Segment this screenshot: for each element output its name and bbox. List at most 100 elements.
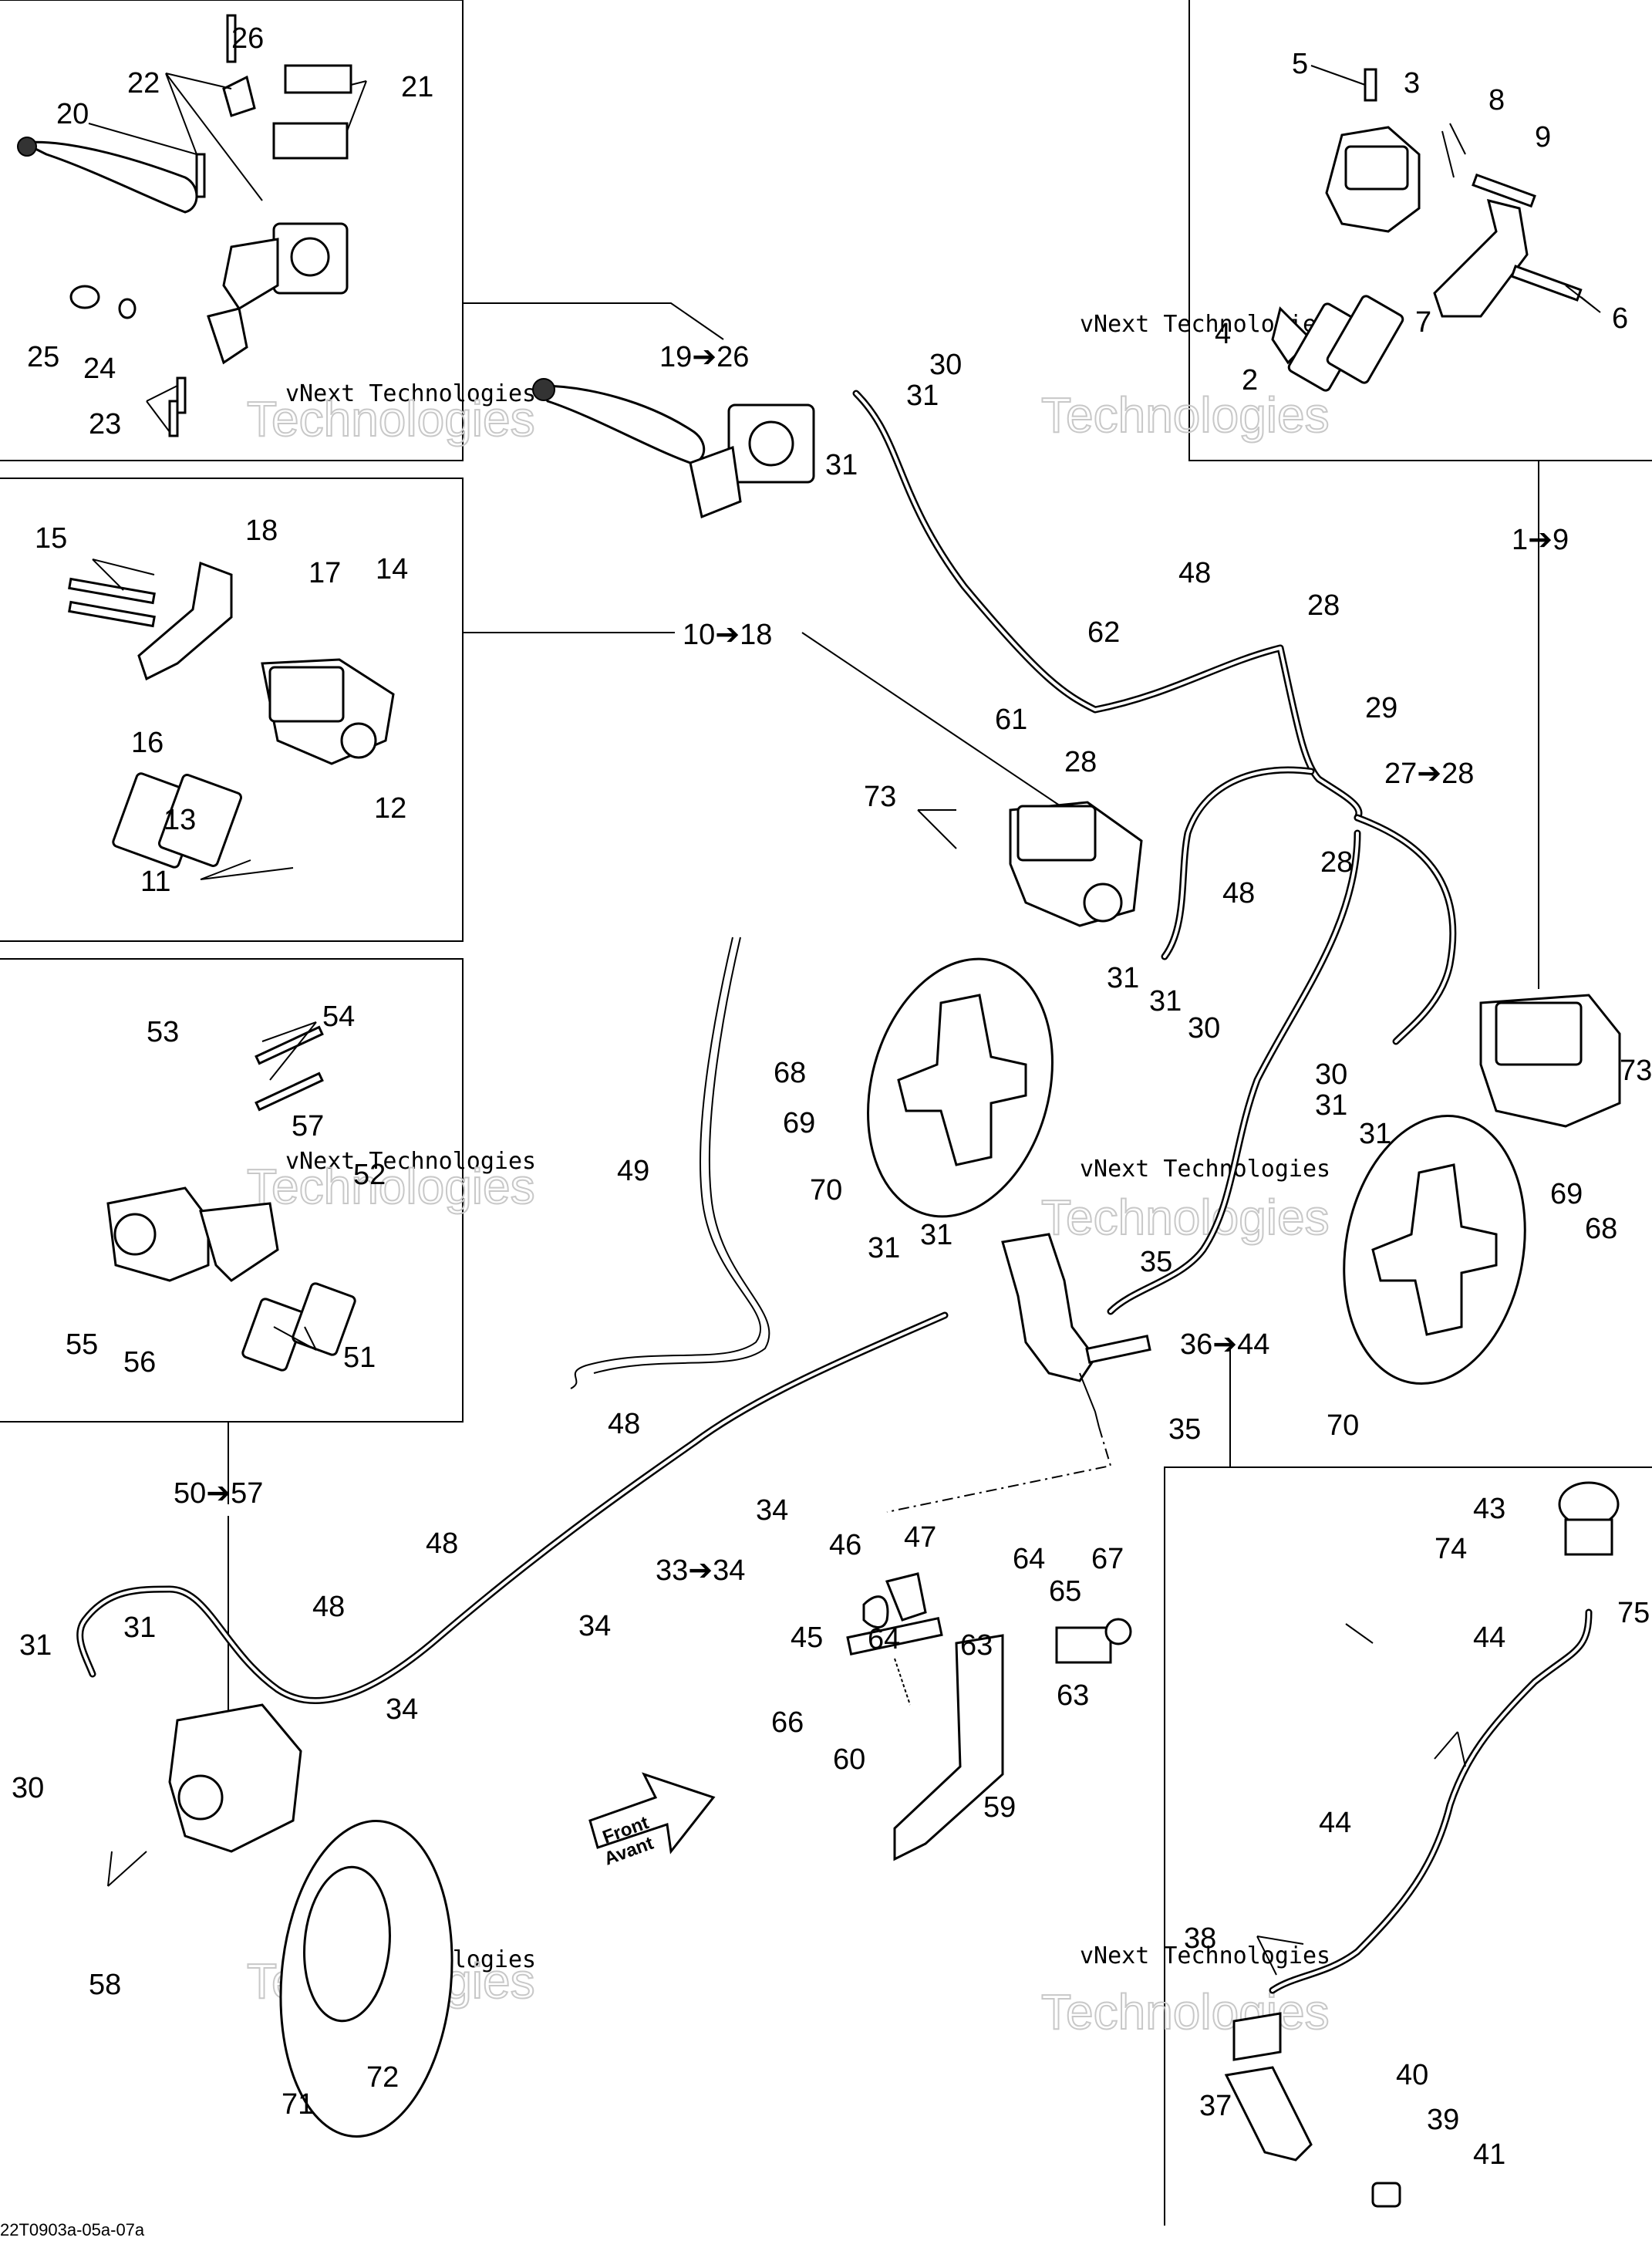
callout-31: 31 <box>825 449 858 481</box>
callout-31: 31 <box>906 380 939 412</box>
callout-71: 71 <box>282 2088 314 2121</box>
callout-17: 17 <box>308 557 341 589</box>
callout-40: 40 <box>1396 2059 1428 2091</box>
callout-44: 44 <box>1473 1622 1505 1654</box>
callouts: 26 22 21 20 25 24 23 19➔26 30 31 31 5 3 … <box>12 22 1652 2171</box>
callout-44: 44 <box>1319 1807 1351 1839</box>
callout-25: 25 <box>27 341 59 373</box>
callout-3: 3 <box>1404 67 1420 100</box>
watermark-text: vNext Technologies <box>285 380 536 407</box>
range-27-28: 27➔28 <box>1384 758 1474 790</box>
callout-26: 26 <box>231 22 264 55</box>
callout-8: 8 <box>1488 84 1505 116</box>
watermark-text: vNext Technologies <box>1080 1156 1330 1183</box>
callout-31: 31 <box>1107 962 1139 994</box>
range-33-34: 33➔34 <box>656 1554 745 1587</box>
callout-30: 30 <box>12 1772 44 1804</box>
callout-73: 73 <box>1620 1055 1652 1087</box>
callout-30: 30 <box>1315 1058 1347 1091</box>
callout-7: 7 <box>1415 306 1431 339</box>
callout-47: 47 <box>904 1521 936 1554</box>
inset-right-caliper <box>1188 0 1652 461</box>
callout-74: 74 <box>1435 1533 1467 1565</box>
callout-70: 70 <box>810 1174 842 1207</box>
callout-53: 53 <box>147 1016 179 1048</box>
callout-41: 41 <box>1473 2138 1505 2171</box>
callout-13: 13 <box>164 804 196 836</box>
watermark-text: vNext Technologies <box>1080 1942 1330 1969</box>
callout-55: 55 <box>66 1328 98 1361</box>
callout-70: 70 <box>1327 1409 1359 1442</box>
leader-lines <box>88 65 1601 1976</box>
watermarks: vNext Technologies Technologies vNext Te… <box>246 311 1330 2040</box>
callout-6: 6 <box>1612 302 1628 335</box>
callout-5: 5 <box>1292 48 1308 80</box>
watermark-text: vNext Technologies <box>285 1148 536 1175</box>
inset-rear-master <box>1164 1466 1652 2226</box>
callout-56: 56 <box>123 1346 156 1379</box>
callout-35: 35 <box>1168 1413 1201 1446</box>
callout-11: 11 <box>140 866 170 898</box>
callout-63: 63 <box>1057 1679 1089 1712</box>
callout-68: 68 <box>774 1057 806 1089</box>
callout-31: 31 <box>1315 1089 1347 1122</box>
parts: Front Avant <box>17 14 1621 2208</box>
callout-38: 38 <box>1184 1922 1216 1955</box>
distribution-block <box>1001 1233 1097 1382</box>
brake-lever <box>19 140 198 214</box>
callout-58: 58 <box>89 1969 121 2001</box>
callout-4: 4 <box>1215 318 1231 350</box>
callout-57: 57 <box>292 1110 324 1142</box>
watermark-outline: Technologies <box>1041 387 1330 443</box>
callout-24: 24 <box>83 353 116 385</box>
callout-72: 72 <box>366 2061 399 2094</box>
watermark-outline: Technologies <box>1041 1984 1330 2040</box>
callout-66: 66 <box>771 1706 804 1739</box>
callout-37: 37 <box>1199 2090 1232 2122</box>
reservoir-cover <box>284 64 352 94</box>
callout-34: 34 <box>578 1610 611 1642</box>
callout-29: 29 <box>1365 692 1397 724</box>
callout-48: 48 <box>608 1408 640 1440</box>
callout-30: 30 <box>1188 1012 1220 1045</box>
callout-73: 73 <box>864 781 896 813</box>
callout-67: 67 <box>1091 1543 1124 1575</box>
watermark-outline: Technologies <box>247 391 535 447</box>
callout-64: 64 <box>1013 1543 1045 1575</box>
callout-39: 39 <box>1427 2104 1459 2136</box>
callout-28: 28 <box>1307 589 1340 622</box>
callout-63: 63 <box>960 1629 993 1662</box>
callout-69: 69 <box>1550 1178 1583 1210</box>
callout-20: 20 <box>56 98 89 130</box>
callout-69: 69 <box>783 1107 815 1139</box>
document-code: 22T0903a-05a-07a <box>0 2220 145 2239</box>
range-19-26: 19➔26 <box>659 341 749 373</box>
callout-52: 52 <box>353 1159 386 1191</box>
callout-45: 45 <box>791 1622 823 1654</box>
range-50-57: 50➔57 <box>174 1477 263 1510</box>
callout-61: 61 <box>995 704 1027 736</box>
callout-28: 28 <box>1320 846 1353 879</box>
inset-master-cylinder <box>0 0 464 461</box>
diaphragm <box>272 122 349 160</box>
callout-75: 75 <box>1617 1597 1650 1629</box>
callout-14: 14 <box>376 553 408 586</box>
callout-22: 22 <box>127 67 160 100</box>
callout-16: 16 <box>131 727 164 759</box>
range-1-9: 1➔9 <box>1512 524 1569 556</box>
callout-18: 18 <box>245 515 278 547</box>
rear-caliper-body <box>106 1186 210 1282</box>
callout-31: 31 <box>920 1219 952 1251</box>
callout-43: 43 <box>1473 1493 1505 1525</box>
callout-34: 34 <box>756 1494 788 1527</box>
range-36-44: 36➔44 <box>1180 1328 1269 1361</box>
callout-12: 12 <box>374 792 406 825</box>
callout-34: 34 <box>386 1693 418 1726</box>
callout-31: 31 <box>123 1612 156 1644</box>
main-brake-lever <box>538 384 706 464</box>
callout-59: 59 <box>983 1791 1016 1824</box>
callout-49: 49 <box>617 1155 649 1187</box>
callout-64: 64 <box>868 1623 900 1655</box>
callout-15: 15 <box>35 522 67 555</box>
